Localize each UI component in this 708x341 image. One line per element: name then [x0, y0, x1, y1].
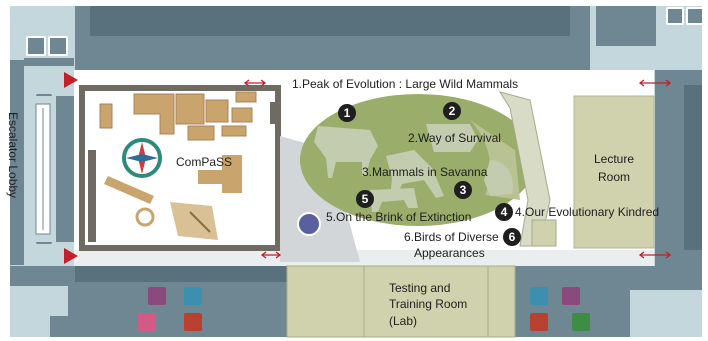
area-label-birds-of-diverse: 6.Birds of Diverse: [404, 230, 499, 244]
testing-room-area: [286, 265, 516, 338]
room-label-testing: Testing and: [389, 281, 451, 295]
room-label-training: Training Room: [389, 297, 468, 311]
stairs-icon: [36, 232, 52, 244]
area-label-peak-of-evolution: 1.Peak of Evolution : Large Wild Mammals: [292, 77, 519, 91]
marker-3: 3: [454, 181, 472, 199]
room-label-lecture-2: Room: [597, 170, 630, 184]
marker-1: 1: [338, 104, 356, 122]
restroom-male-icon: [530, 287, 548, 305]
elevator-icon: [666, 7, 684, 25]
room-label-escalator-lobby: Escalator Lobby: [6, 112, 20, 199]
room-label-compass: ComPaSS: [176, 155, 233, 169]
marker-5: 5: [356, 190, 374, 208]
elevator-icon: [26, 36, 46, 56]
area-label-brink-of-extinction: 5.On the Brink of Extinction: [326, 210, 472, 224]
area-label-mammals-in-savanna: 3.Mammals in Savanna: [362, 165, 488, 179]
nursing-room-icon: [148, 287, 166, 305]
entry-arrow-top: [64, 72, 78, 88]
stairs-icon: [36, 94, 52, 106]
restroom-female-icon: [184, 313, 202, 331]
room-label-lab: (Lab): [389, 314, 418, 328]
area-label-birds-appearances: Appearances: [414, 246, 485, 260]
area-label-way-of-survival: 2.Way of Survival: [408, 131, 501, 145]
museum-logo-icon: [297, 212, 321, 236]
elevator-icon: [686, 7, 704, 25]
room-label-lecture: Lecture: [593, 152, 635, 166]
area-label-evolutionary-kindred: 4.Our Evolutionary Kindred: [515, 205, 660, 219]
restroom-female-icon: [530, 313, 548, 331]
nursing-room-icon: [138, 313, 156, 331]
lecture-room-area: [573, 95, 655, 249]
restroom-male-icon: [184, 287, 202, 305]
elevator-icon: [48, 36, 68, 56]
marker-2: 2: [443, 102, 461, 120]
marker-4: 4: [495, 203, 513, 221]
entry-arrow-bottom: [64, 248, 78, 264]
nursing-room-icon: [562, 287, 580, 305]
marker-6: 6: [503, 228, 521, 246]
accessible-restroom-icon: [572, 313, 590, 331]
